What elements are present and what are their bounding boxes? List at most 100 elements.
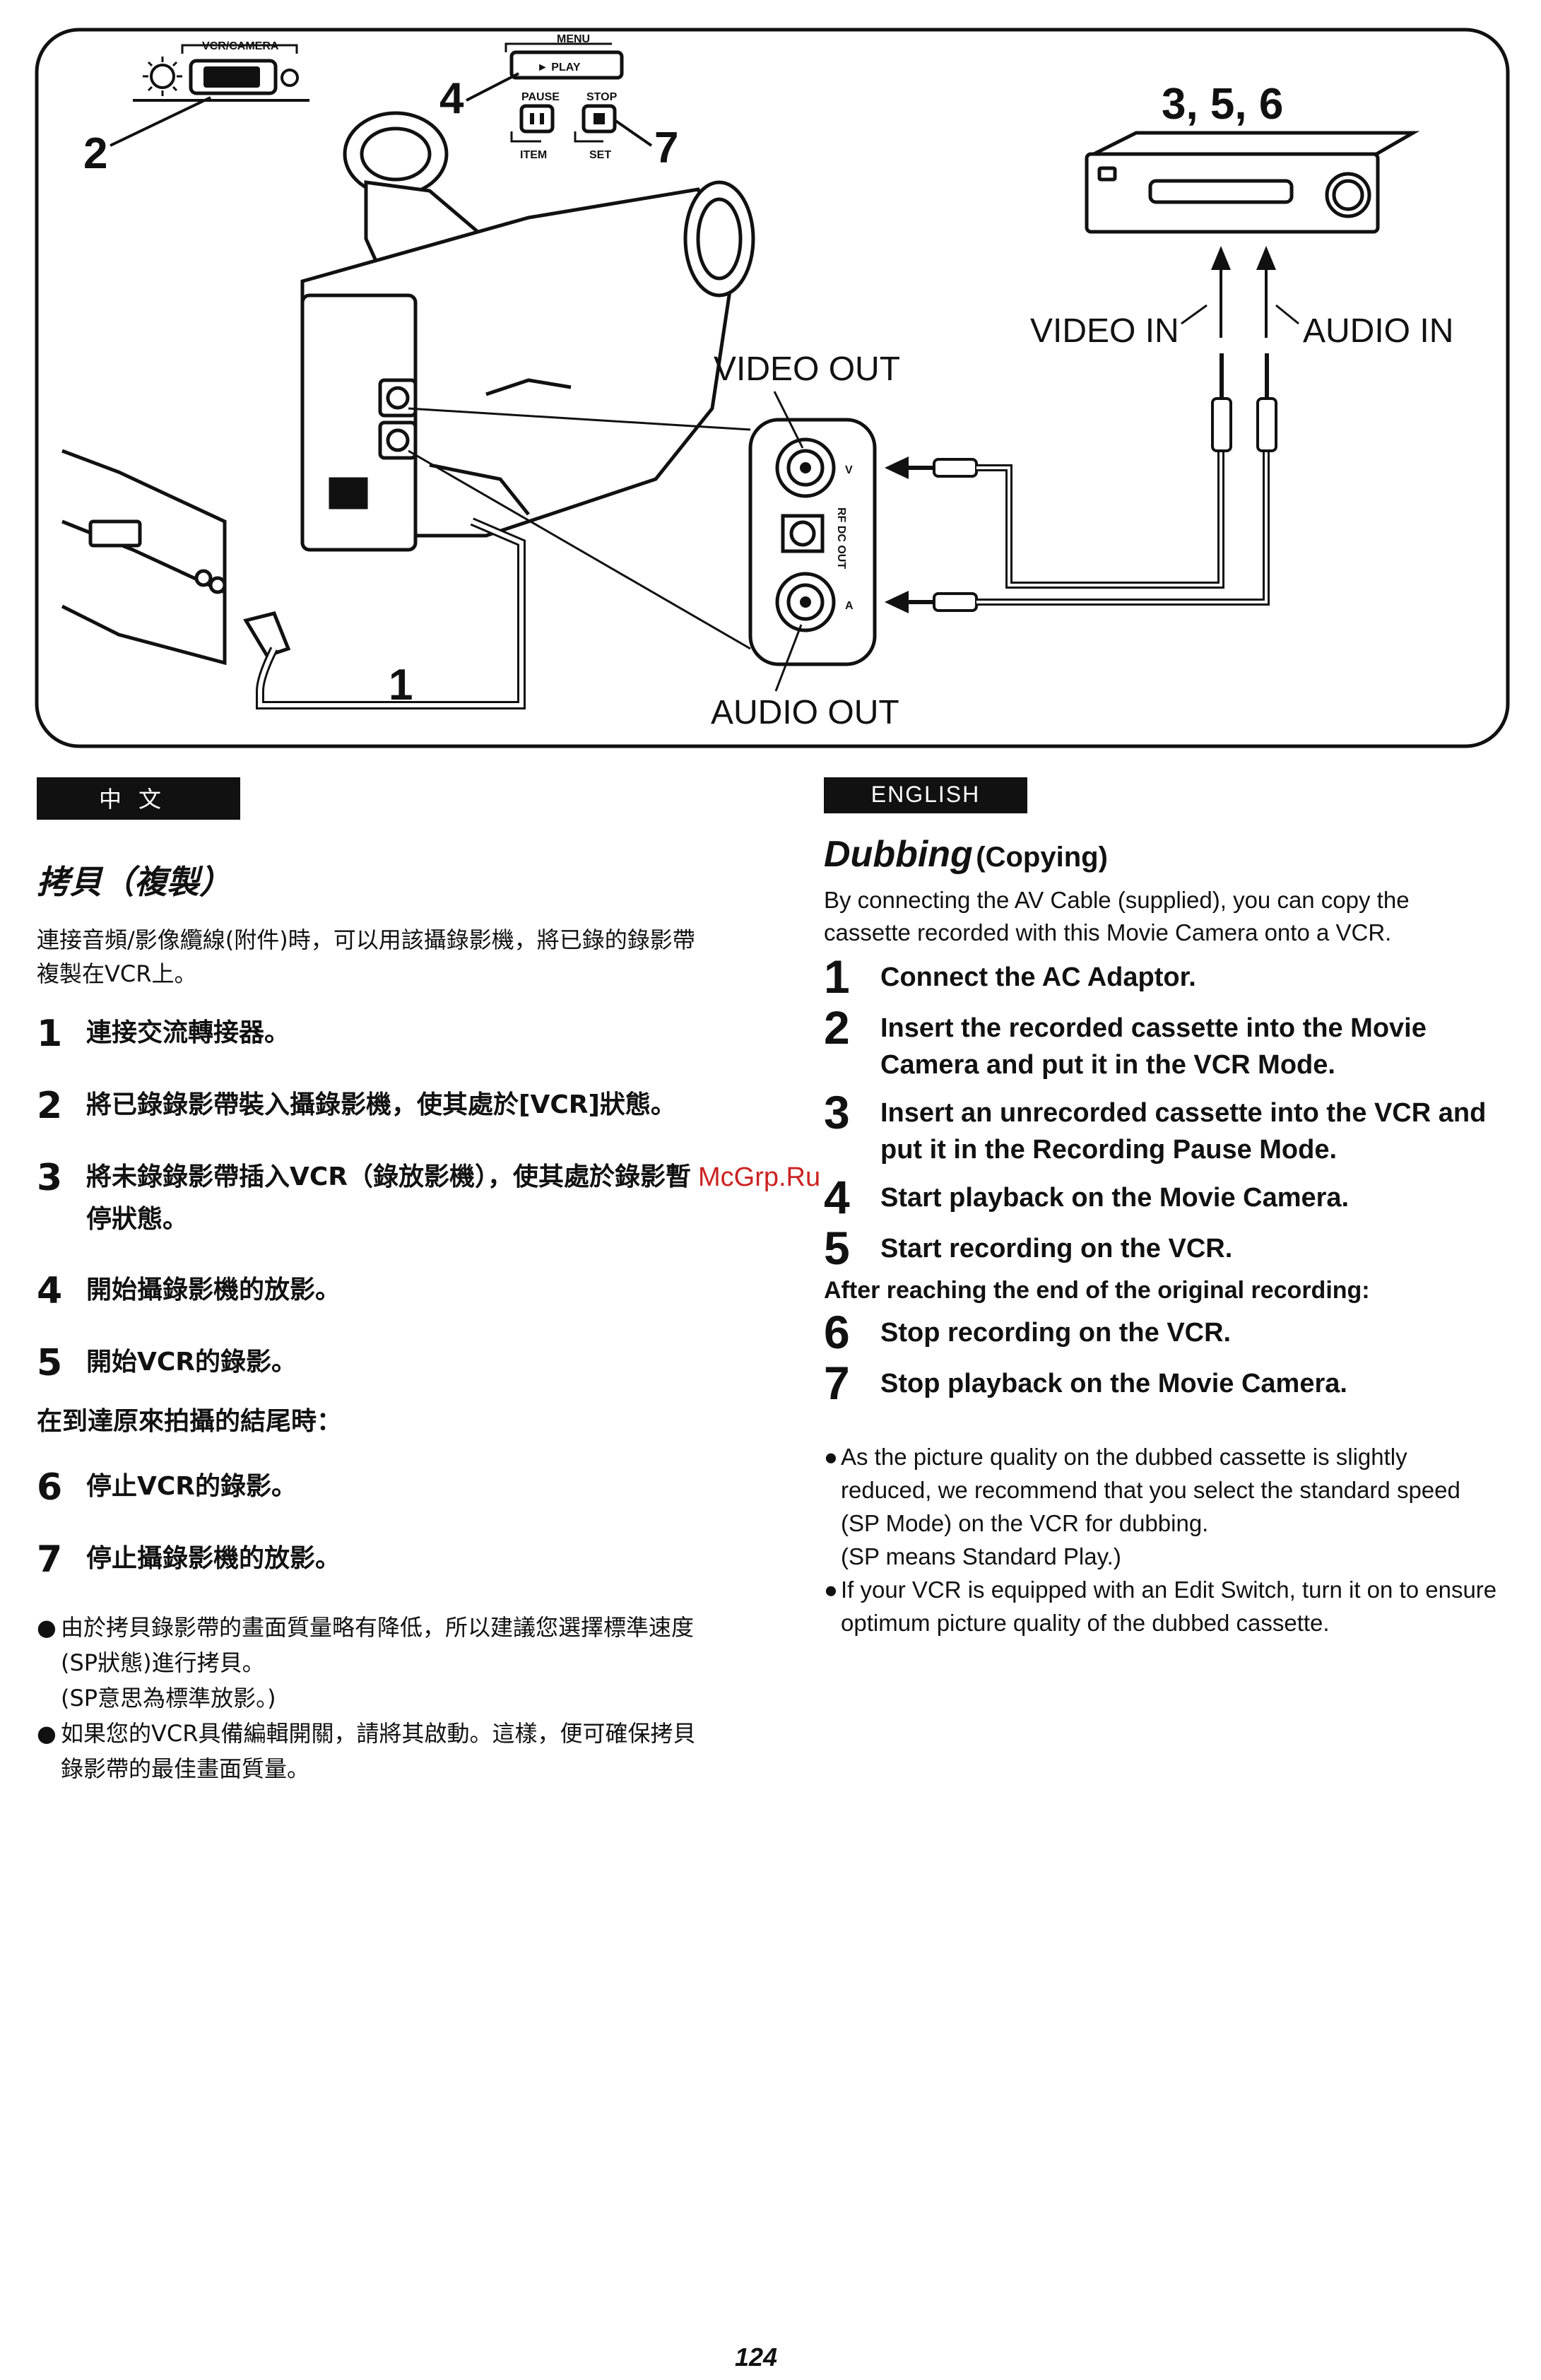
step-number: 7	[824, 1357, 850, 1409]
output-jack-panel: V A RF DC OUT	[748, 418, 877, 666]
vcr-deck-illustration	[1085, 131, 1420, 234]
step-text: 將未錄錄影帶插入VCR（錄放影機），使其處於錄影暫停狀態。	[86, 1162, 692, 1234]
movie-camera-illustration	[300, 111, 755, 552]
step-number: 7	[37, 1538, 63, 1581]
callout-4: 4	[439, 74, 464, 123]
step-text: 停止攝錄影機的放影。	[86, 1544, 341, 1573]
lamp-icon	[150, 64, 175, 89]
step-number: 1	[37, 1013, 63, 1055]
dubbing-connection-diagram: VCR/CAMERA 2 MENU ► PLAY PAUSE STOP ITEM…	[35, 28, 1510, 748]
step-number: 4	[37, 1270, 63, 1312]
bullet: ●	[37, 1720, 57, 1747]
vcr-camera-switch-inset: VCR/CAMERA	[133, 40, 309, 102]
step-text: Insert an unrecorded cassette into the V…	[880, 1098, 1487, 1165]
note-text: (SP意思為標準放影。)	[61, 1685, 276, 1712]
step-3: 3 將未錄錄影帶插入VCR（錄放影機），使其處於錄影暫停狀態。	[37, 1156, 715, 1241]
diagram-frame	[35, 28, 1510, 748]
step-text: 連接交流轉接器。	[86, 1018, 290, 1047]
bullet: ●	[824, 1444, 838, 1470]
camera-position-icon	[281, 69, 299, 87]
step-number: 2	[37, 1085, 63, 1127]
section-title: Dubbing (Copying)	[824, 833, 1502, 876]
step-text: 將已錄錄影帶裝入攝錄影機，使其處於[VCR]狀態。	[86, 1090, 676, 1119]
item-label: ITEM	[520, 149, 547, 161]
av-cable	[885, 246, 1277, 613]
callout-7: 7	[654, 124, 678, 172]
video-in-label: VIDEO IN	[1030, 312, 1179, 350]
watermark: McGrp.Ru	[698, 1162, 821, 1192]
callout-3-5-6: 3, 5, 6	[1162, 80, 1283, 129]
after-end-note: 在到達原來拍攝的結尾時：	[37, 1407, 343, 1436]
step-4: 4 開始攝錄影機的放影。	[37, 1269, 715, 1313]
step-number: 6	[37, 1466, 63, 1509]
step-text: 開始VCR的錄影。	[86, 1348, 297, 1377]
step-6: 6 Stop recording on the VCR.	[824, 1306, 1502, 1358]
bullet: ●	[37, 1614, 57, 1641]
english-section: ENGLISH Dubbing (Copying) By connecting …	[824, 777, 1502, 1639]
bullet	[824, 1540, 841, 1573]
step-number: 6	[824, 1306, 850, 1358]
title-main: Dubbing	[824, 834, 973, 875]
jack-a-label: A	[845, 600, 854, 612]
step-number: 3	[37, 1157, 63, 1199]
audio-out-label: AUDIO OUT	[711, 694, 899, 731]
note-text: 由於拷貝錄影帶的畫面質量略有降低，所以建議您選擇標準速度(SP狀態)進行拷貝。	[61, 1614, 695, 1676]
after-end-note: After reaching the end of the original r…	[824, 1277, 1370, 1304]
step-3: 3 Insert an unrecorded cassette into the …	[824, 1086, 1502, 1168]
note-item: (SP意思為標準放影。)	[37, 1680, 715, 1716]
switch-knob	[203, 66, 260, 88]
note-item: ●如果您的VCR具備編輯開關，請將其啟動。這樣，便可確保拷貝錄影帶的最佳畫面質量…	[37, 1716, 715, 1786]
intro-paragraph: 連接音頻/影像纜線(附件)時，可以用該攝錄影機，將已錄的錄影帶複製在VCR上。	[37, 926, 695, 987]
video-out-label: VIDEO OUT	[714, 350, 900, 388]
step-6: 6 停止VCR的錄影。	[37, 1466, 715, 1509]
step-text: Start playback on the Movie Camera.	[880, 1183, 1350, 1213]
title-sub: (Copying)	[976, 842, 1108, 873]
stop-label: STOP	[586, 91, 618, 103]
ac-adaptor-illustration	[61, 449, 291, 666]
jack-v-label: V	[845, 464, 853, 476]
step-number: 5	[37, 1342, 63, 1384]
note-item: ●由於拷貝錄影帶的畫面質量略有降低，所以建議您選擇標準速度(SP狀態)進行拷貝。	[37, 1610, 715, 1680]
step-5: 5 開始VCR的錄影。	[37, 1341, 715, 1385]
notes-list: ●As the picture quality on the dubbed ca…	[824, 1440, 1502, 1639]
step-text: Connect the AC Adaptor.	[880, 962, 1196, 992]
callout-1: 1	[389, 661, 413, 709]
note-text: (SP means Standard Play.)	[841, 1543, 1121, 1569]
control-buttons-inset: MENU ► PLAY PAUSE STOP ITEM SET	[504, 33, 624, 161]
step-text: Start recording on the VCR.	[880, 1234, 1233, 1263]
section-title: 拷貝（複製）	[37, 863, 232, 901]
step-number: 2	[824, 1001, 850, 1054]
step-2: 2 將已錄錄影帶裝入攝錄影機，使其處於[VCR]狀態。	[37, 1084, 715, 1128]
bullet: ●	[824, 1577, 838, 1603]
step-number: 1	[824, 950, 850, 1003]
play-button	[509, 50, 624, 80]
section-label-chinese: 中文	[37, 777, 240, 820]
note-text: If your VCR is equipped with an Edit Swi…	[841, 1577, 1497, 1636]
set-label: SET	[589, 149, 611, 161]
page-number: 124	[735, 2343, 778, 2372]
stop-button	[581, 104, 617, 134]
step-text: Stop recording on the VCR.	[880, 1318, 1232, 1348]
step-text: Insert the recorded cassette into the Mo…	[880, 1013, 1427, 1080]
bullet	[37, 1680, 61, 1716]
note-item: ●As the picture quality on the dubbed ca…	[824, 1440, 1502, 1540]
step-5: 5 Start recording on the VCR.	[824, 1222, 1502, 1274]
step-text: 開始攝錄影機的放影。	[86, 1276, 341, 1304]
note-text: As the picture quality on the dubbed cas…	[841, 1444, 1460, 1536]
step-1: 1 連接交流轉接器。	[37, 1012, 715, 1056]
callout-2: 2	[83, 129, 107, 178]
vcr-camera-label: VCR/CAMERA	[202, 40, 279, 52]
note-item: ●If your VCR is equipped with an Edit Sw…	[824, 1573, 1502, 1639]
step-text: 停止VCR的錄影。	[86, 1472, 297, 1501]
chinese-section: 中文 拷貝（複製） 連接音頻/影像纜線(附件)時，可以用該攝錄影機，將已錄的錄影…	[37, 777, 715, 1786]
step-7: 7 停止攝錄影機的放影。	[37, 1538, 715, 1581]
pause-label: PAUSE	[521, 91, 560, 103]
audio-in-label: AUDIO IN	[1303, 312, 1453, 350]
step-number: 5	[824, 1222, 850, 1274]
step-number: 3	[824, 1086, 850, 1138]
note-item: (SP means Standard Play.)	[824, 1540, 1502, 1573]
note-text: 如果您的VCR具備編輯開關，請將其啟動。這樣，便可確保拷貝錄影帶的最佳畫面質量。	[61, 1720, 696, 1782]
switch-body	[189, 59, 278, 95]
